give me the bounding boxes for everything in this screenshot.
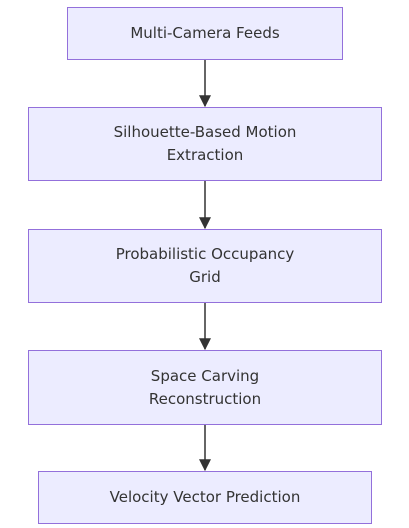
node-space-carving-reconstruction: Space Carving Reconstruction [28,350,382,425]
node-label: Space Carving Reconstruction [148,366,262,408]
node-label: Silhouette-Based Motion Extraction [113,123,297,164]
node-multi-camera-feeds: Multi-Camera Feeds [67,7,343,60]
node-label: Probabilistic Occupancy Grid [115,245,295,286]
node-velocity-vector-prediction: Velocity Vector Prediction [38,471,372,524]
node-label: Velocity Vector Prediction [109,488,301,506]
node-probabilistic-occupancy-grid: Probabilistic Occupancy Grid [28,229,382,303]
node-silhouette-motion-extraction: Silhouette-Based Motion Extraction [28,107,382,181]
node-label: Multi-Camera Feeds [130,24,280,42]
